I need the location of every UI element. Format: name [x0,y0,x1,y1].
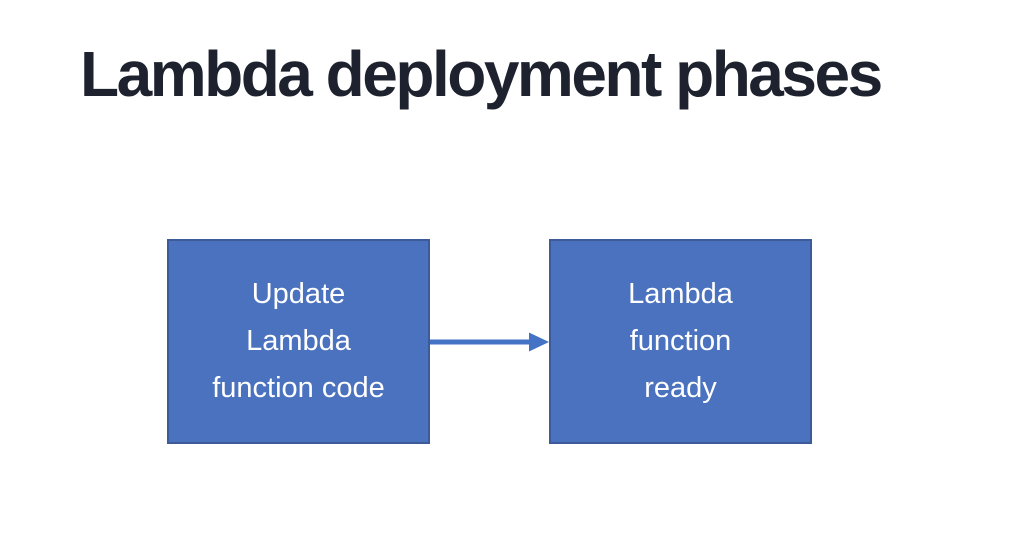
flow-node-text-line: ready [644,372,717,404]
flow-node-update-lambda-function-code: Update Lambda function code [167,239,430,444]
arrow-head [529,332,549,352]
flow-node-text-line: Lambda [628,278,733,310]
flow-node-text-line: Update [251,278,346,310]
flow-node-text-line: function code [212,372,385,404]
flow-arrow-icon [430,332,549,352]
flow-node-lambda-function-ready: Lambda function ready [549,239,812,444]
flow-node-text-line: function [629,325,732,357]
flow-node-text-line: Lambda [246,325,351,357]
slide-title: Lambda deployment phases [80,38,883,110]
